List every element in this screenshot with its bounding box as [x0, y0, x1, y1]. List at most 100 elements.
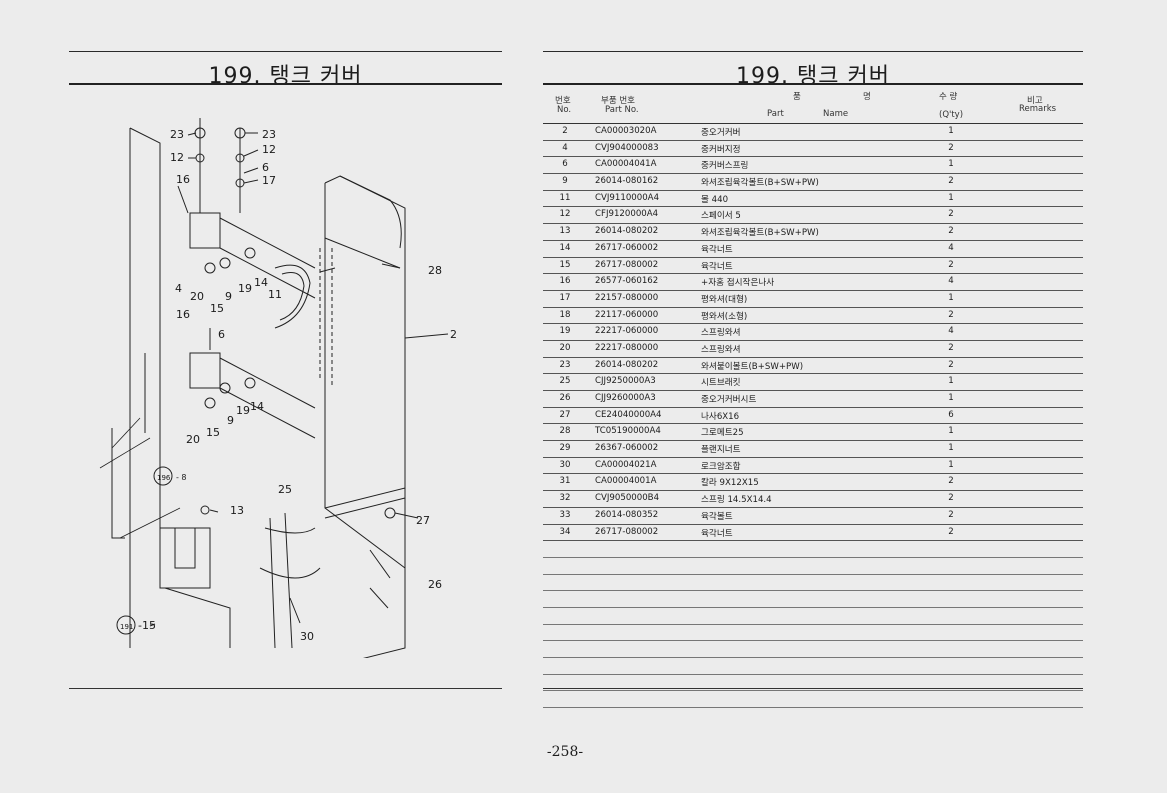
row-part-number: 26717-080002: [595, 526, 659, 537]
row-part-name: 로크암조합: [701, 461, 741, 472]
seat-bracket-25: [324, 497, 406, 519]
empty-table-row: [543, 675, 1083, 692]
row-part-name: 시트브래킷: [701, 378, 741, 389]
bolt-13: [200, 505, 210, 515]
empty-table-row: [543, 641, 1083, 658]
row-part-number: TC05190000A4: [595, 426, 661, 437]
row-part-number: 26014-080202: [595, 359, 659, 370]
row-part-number: CA00004001A: [595, 476, 657, 487]
row-no: 4: [562, 142, 568, 153]
page-number: -258-: [546, 744, 584, 760]
callout-12: 12: [262, 143, 276, 156]
row-quantity: 2: [948, 209, 954, 220]
empty-table-row: [543, 658, 1083, 675]
row-part-name: 중오거커버시트: [701, 395, 757, 405]
callout-14: 14: [250, 400, 264, 413]
header-no-ko: 번호: [555, 96, 571, 106]
callout-19: 19: [236, 404, 250, 417]
lock-arm-30: [259, 527, 321, 579]
row-quantity: 2: [948, 226, 954, 237]
title-rule: [543, 51, 1083, 52]
row-part-name: 육각볼트: [701, 511, 733, 522]
bottom-rule: [69, 688, 502, 689]
row-quantity: 4: [948, 242, 954, 253]
row-no: 15: [559, 259, 571, 270]
callout-6: 6: [218, 328, 225, 341]
screw-27: [384, 507, 396, 519]
row-no: 29: [559, 443, 571, 454]
callout-20: 20: [190, 290, 204, 303]
ref-196-label: 196: [157, 474, 171, 482]
handle-11: [279, 272, 305, 321]
row-quantity: 4: [948, 276, 954, 287]
header-qty-en: (Q'ty): [939, 110, 964, 120]
nut-9: [219, 257, 231, 269]
panel-outline: [339, 175, 402, 249]
row-no: 34: [559, 526, 571, 537]
header-rule: [543, 123, 1083, 124]
row-part-number: CFJ9120000A4: [595, 209, 659, 220]
row-part-name: 몰 440: [701, 194, 729, 205]
row-quantity: 1: [948, 443, 954, 454]
row-part-number: CVJ9050000B4: [595, 493, 660, 504]
row-part-name: 스페이서 5: [701, 211, 741, 222]
header-remarks-en: Remarks: [1019, 104, 1057, 114]
empty-table-row: [543, 575, 1083, 592]
row-quantity: 2: [948, 359, 954, 370]
row-part-name: +자홈 접시작은나사: [701, 278, 775, 289]
empty-table-row: [543, 591, 1083, 608]
row-part-name: 육각너트: [701, 261, 733, 272]
row-no: 17: [559, 292, 571, 303]
row-quantity: 1: [948, 192, 954, 203]
callout-12: 12: [170, 151, 184, 164]
ref-circle-191: [116, 615, 136, 635]
left-page: 199. 탱크 커버: [0, 0, 560, 793]
row-part-name: 플랜지너트: [701, 445, 741, 456]
row-no: 27: [559, 409, 571, 420]
row-no: 19: [559, 326, 571, 337]
row-part-number: 26014-080162: [595, 176, 659, 187]
row-no: 16: [559, 276, 571, 287]
callout-19: 19: [238, 282, 252, 295]
row-quantity: 2: [948, 342, 954, 353]
row-no: 14: [559, 242, 571, 253]
row-no: 2: [562, 126, 568, 136]
row-part-number: 22217-080000: [595, 342, 659, 353]
nut-9: [219, 382, 231, 394]
nut-14: [244, 377, 256, 389]
row-quantity: 1: [948, 126, 954, 136]
callout-6: 6: [262, 161, 269, 174]
bracket-arm: [219, 357, 316, 439]
lock-arm-30: [269, 512, 293, 649]
title-rule: [69, 51, 502, 52]
header-no-en: No.: [557, 105, 572, 115]
row-part-name: 칼라 9X12X15: [701, 478, 759, 489]
empty-table-row: [543, 608, 1083, 625]
empty-table-row: [543, 691, 1083, 709]
right-page-title: 199. 탱크 커버: [736, 64, 890, 89]
row-part-name: 스프링와셔: [701, 328, 741, 339]
table-header: 번호 No. 부품 번호 Part No. 품 명 Part Name 수 량 …: [543, 88, 1083, 124]
header-name-ko1: 품: [793, 92, 801, 102]
hinge-bracket-lower: [189, 352, 221, 389]
row-quantity: 2: [948, 509, 954, 520]
header-qty-ko: 수 량: [939, 92, 958, 102]
row-part-number: CE24040000A4: [595, 409, 662, 420]
row-quantity: 1: [948, 159, 954, 170]
row-part-name: 와셔조립육각볼트(B+SW+PW): [701, 178, 819, 189]
row-quantity: 4: [948, 326, 954, 337]
row-part-name: 중커버스프링: [701, 161, 749, 172]
header-name-ko2: 명: [863, 92, 871, 102]
header-name-en1: Part: [767, 109, 784, 119]
